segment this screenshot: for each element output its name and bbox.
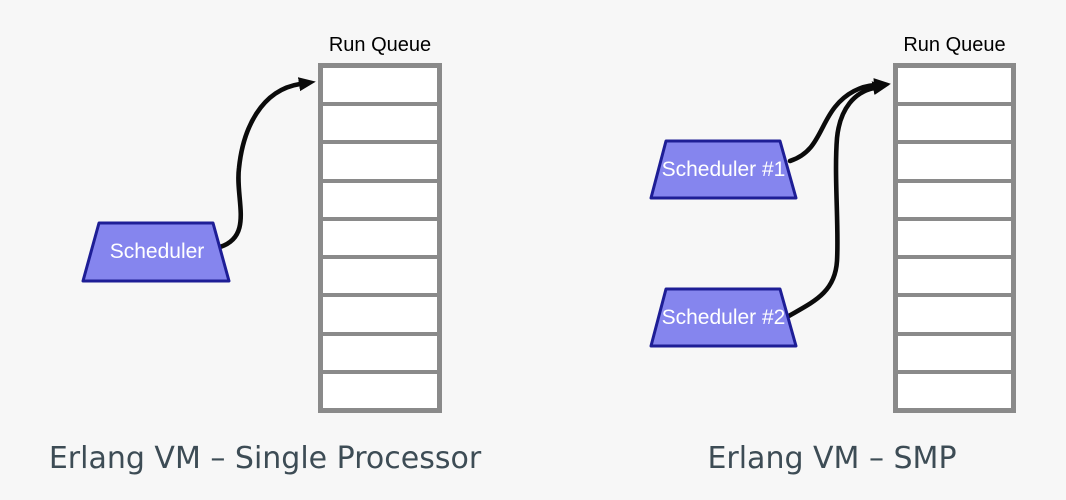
run-queue-cell xyxy=(323,106,437,141)
run-queue-left xyxy=(318,63,442,413)
run-queue-cell xyxy=(898,297,1011,332)
run-queue-cell xyxy=(898,68,1011,103)
scheduler-shape xyxy=(81,221,231,283)
run-queue-cell xyxy=(323,68,437,103)
run-queue-cell xyxy=(323,144,437,179)
run-queue-cell xyxy=(323,335,437,370)
run-queue-cell xyxy=(323,297,437,332)
run-queue-cell xyxy=(898,182,1011,217)
arrow-scheduler2-to-queue xyxy=(784,81,890,320)
run-queue-cell xyxy=(898,259,1011,294)
scheduler1-shape xyxy=(649,139,798,200)
run-queue-label-left: Run Queue xyxy=(328,34,432,56)
run-queue-cell xyxy=(323,373,437,408)
arrow-scheduler-to-queue xyxy=(217,77,316,250)
caption-single-processor: Erlang VM – Single Processor xyxy=(48,441,482,476)
run-queue-cell xyxy=(323,259,437,294)
run-queue-cell xyxy=(323,220,437,256)
run-queue-cell xyxy=(898,106,1011,141)
run-queue-cell xyxy=(898,220,1011,256)
scheduler2-label: Scheduler #2 xyxy=(661,306,786,329)
run-queue-right xyxy=(893,63,1016,413)
caption-smp: Erlang VM – SMP xyxy=(707,441,957,476)
run-queue-cell xyxy=(898,335,1011,370)
scheduler2-shape xyxy=(649,287,798,348)
run-queue-cell xyxy=(323,182,437,217)
run-queue-label-right: Run Queue xyxy=(903,34,1006,56)
run-queue-cell xyxy=(898,144,1011,179)
run-queue-cell xyxy=(898,373,1011,408)
scheduler-label: Scheduler xyxy=(109,240,205,263)
arrow-scheduler1-to-queue xyxy=(787,78,891,164)
scheduler1-label: Scheduler #1 xyxy=(661,158,786,181)
